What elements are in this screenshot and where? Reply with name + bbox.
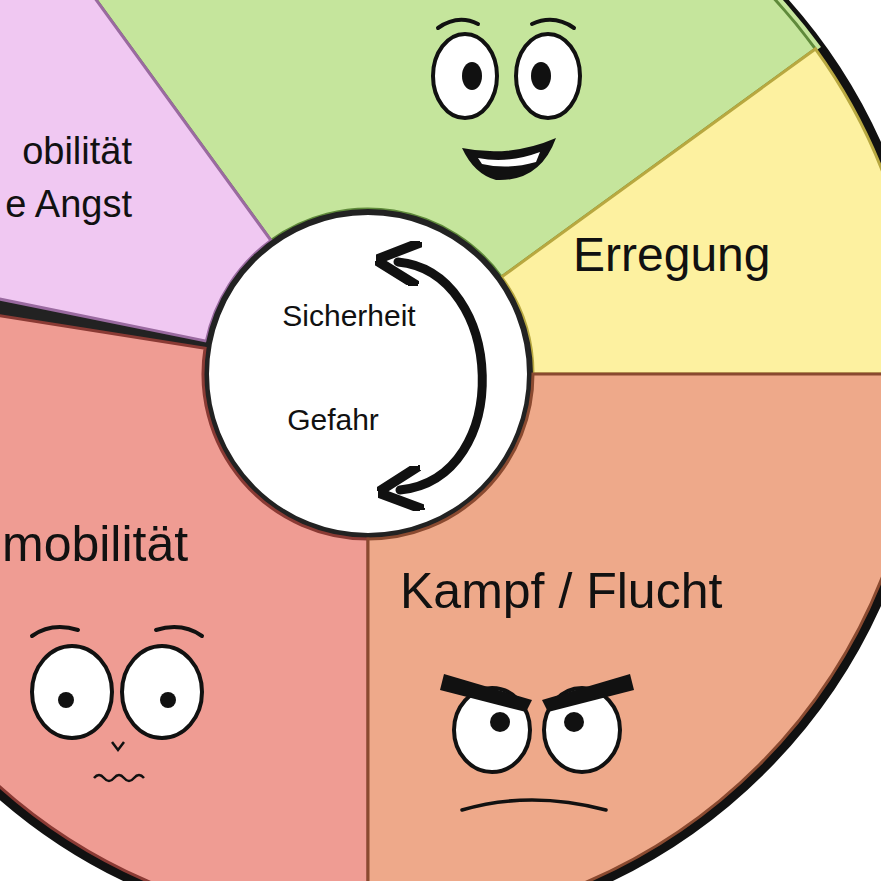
angry-face xyxy=(440,674,634,810)
segment-label: Erregung xyxy=(573,229,770,282)
segment-label: Gefahr xyxy=(287,403,379,436)
happy-face xyxy=(433,20,580,180)
circle-outline xyxy=(203,209,533,539)
text-holder: Sicherheit xyxy=(282,299,415,332)
segment-label: mobilität xyxy=(2,517,188,572)
segment-label: obilität e Angst xyxy=(0,125,132,231)
segment-label: Sicherheit xyxy=(282,299,415,332)
cycle-arrow xyxy=(398,262,482,490)
text-holder: Kampf / Flucht xyxy=(400,564,722,619)
center-circle: SicherheitGefahr xyxy=(203,209,533,539)
text-holder: obilität e Angst xyxy=(0,125,132,231)
text-holder: Gefahr xyxy=(287,403,379,436)
segment-label: Kampf / Flucht xyxy=(400,564,722,619)
text-holder: mobilität xyxy=(2,517,188,572)
scared-face xyxy=(32,627,202,781)
text-holder: Erregung xyxy=(573,229,770,282)
